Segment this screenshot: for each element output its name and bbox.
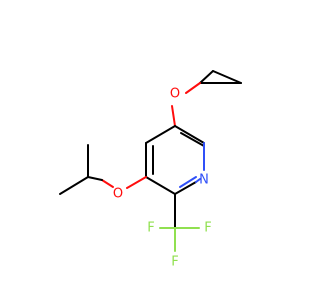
atom-o-left: O bbox=[113, 187, 123, 202]
bond bbox=[59, 176, 89, 195]
bond bbox=[199, 70, 214, 84]
bond bbox=[180, 132, 205, 147]
atom-label: F bbox=[171, 255, 178, 270]
atom-label: F bbox=[147, 221, 154, 236]
bond bbox=[87, 176, 103, 181]
atom-label: F bbox=[204, 221, 211, 236]
bond bbox=[195, 178, 201, 183]
bond bbox=[145, 176, 176, 195]
atom-f3: F bbox=[171, 255, 178, 270]
cyclopropyl-ring bbox=[199, 70, 242, 84]
atom-label: O bbox=[113, 187, 123, 202]
bond bbox=[212, 70, 242, 84]
bond bbox=[174, 181, 197, 195]
atom-f1: F bbox=[147, 221, 154, 236]
bond bbox=[145, 125, 176, 144]
bond-o-top-ring bbox=[171, 105, 176, 127]
pyridine-ring bbox=[145, 125, 205, 195]
bond-ring-o-left bbox=[126, 176, 147, 189]
atom-f2: F bbox=[204, 221, 211, 236]
atom-o-top: O bbox=[170, 87, 180, 102]
atom-label: O bbox=[170, 87, 180, 102]
molecule-structure-diagram: O O N F F F bbox=[59, 70, 242, 270]
bond bbox=[179, 176, 197, 188]
bond-o-left-ch bbox=[101, 179, 114, 188]
atom-n: N bbox=[199, 173, 209, 188]
bond-o-top-cyclopropyl bbox=[185, 82, 201, 94]
bond bbox=[174, 125, 205, 144]
atom-label: N bbox=[199, 173, 209, 188]
